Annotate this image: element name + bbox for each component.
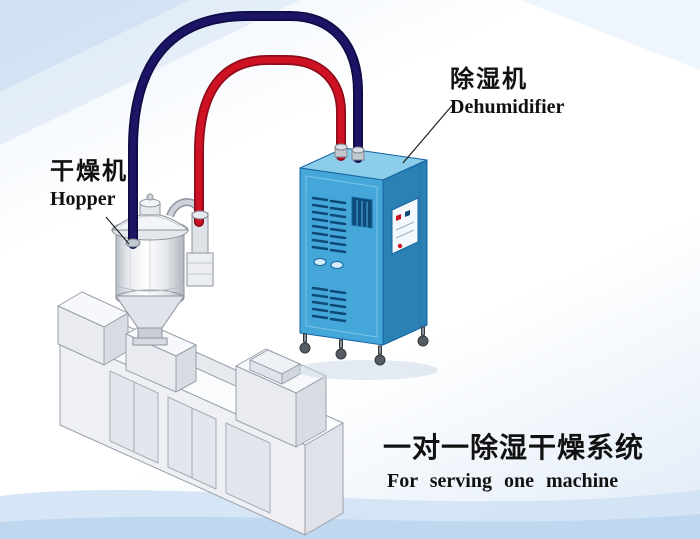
band-top-left-inner [0, 0, 190, 92]
machine-door-3 [225, 422, 271, 514]
cabinet-vent-grille-top [311, 196, 347, 254]
band-top-right [520, 0, 700, 70]
dehumidifier-cabinet [299, 147, 429, 366]
caster-wheel-1 [299, 342, 311, 354]
blower-pipe-cap [191, 210, 209, 220]
dehumidifier-label-en: Dehumidifier [450, 95, 565, 118]
hopper-clamp-band [115, 285, 185, 292]
pedestal-side [175, 344, 197, 393]
system-caption: 一对一除湿干燥系统 For serving one machine [383, 431, 645, 493]
caster-stem-4 [421, 326, 425, 336]
system-caption-cn: 一对一除湿干燥系统 [383, 431, 645, 464]
caster-wheel-2 [335, 348, 347, 360]
caster-wheel-4 [417, 335, 429, 347]
hopper-label: 干燥机 Hopper [50, 157, 128, 211]
dehumidifier-leader-line [402, 101, 456, 164]
machine-base-end [304, 422, 344, 536]
dehumidifier-label: 除湿机 Dehumidifier [450, 65, 565, 119]
cabinet-front-inset [305, 175, 378, 338]
band-bottom-lower [0, 514, 700, 539]
cabinet-front [299, 167, 384, 346]
panel-line-1 [395, 221, 415, 231]
cabinet-fitting-red-top [334, 143, 348, 151]
lid-pipe-fitting [125, 238, 141, 248]
pipes [128, 11, 363, 249]
caster-stem-1 [303, 333, 307, 343]
caster-stem-2 [339, 339, 343, 349]
panel-button-red [396, 214, 401, 221]
hopper-leader-line [105, 216, 130, 245]
hopper-dome-line [119, 215, 181, 227]
extruder-machine [57, 291, 344, 536]
cabinet-fitting-blue-top [351, 146, 365, 154]
hopper-neck [137, 327, 163, 339]
machine-motor-box [57, 291, 129, 366]
panel-button-blue [405, 210, 410, 217]
pipe-fittings [125, 143, 365, 248]
caster-stem-3 [378, 345, 382, 355]
hopper-cap-knob [146, 193, 154, 201]
hopper-filter-box [186, 252, 214, 287]
dehumidifier-label-cn: 除湿机 [450, 65, 528, 93]
die-box-side [295, 375, 327, 448]
caster-wheel-3 [374, 354, 386, 366]
blue-pipe [129, 12, 362, 248]
cabinet-indicator-oval-2 [330, 261, 344, 269]
cabinet-indicator-oval-1 [313, 258, 327, 266]
hopper-label-cn: 干燥机 [50, 157, 128, 185]
machine-die-box [235, 348, 327, 448]
cabinet-casters [299, 326, 429, 366]
cabinet-shadow [294, 360, 438, 380]
red-pipe [195, 56, 345, 226]
hopper-label-en: Hopper [50, 187, 116, 210]
hopper-flange [132, 337, 168, 346]
cabinet-vent-dark-slots [356, 200, 368, 228]
system-caption-en: For serving one machine [387, 470, 619, 493]
machine-doors [109, 370, 271, 514]
panel-line-2 [395, 229, 415, 239]
cabinet-vent-grille-bottom [311, 286, 347, 323]
panel-pilot-lamp [397, 243, 403, 249]
